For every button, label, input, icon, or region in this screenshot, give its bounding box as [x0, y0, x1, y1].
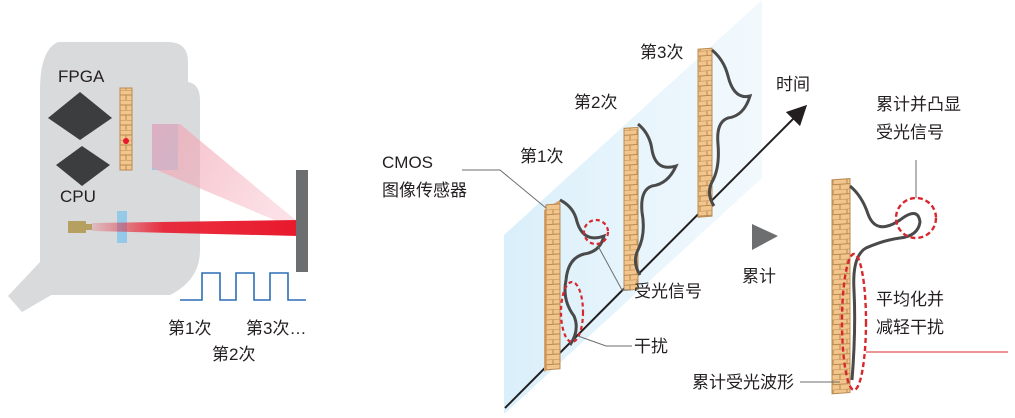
time-label: 时间: [776, 75, 810, 94]
sensor-head: FPGA CPU: [8, 42, 200, 312]
frame-1: [544, 198, 607, 372]
reflected-beam: [152, 124, 298, 230]
accumulated-frame: [831, 178, 922, 395]
cpu-label: CPU: [60, 187, 96, 206]
signal-leader: [597, 245, 630, 291]
emphasized-signal-highlight: [894, 196, 938, 240]
cmos-leader: [462, 169, 547, 209]
frame-3-waveform: [707, 48, 753, 207]
accumulated-waveform: [849, 184, 922, 381]
laser-beam: [92, 220, 298, 236]
accumulate-label: 累计: [742, 267, 776, 286]
frame-3: [697, 47, 753, 218]
laser-diode: [68, 221, 86, 233]
accumulate-arrow-icon: [752, 224, 778, 250]
receiver-spot: [123, 138, 129, 144]
frame-2-label: 第2次: [574, 93, 617, 112]
average-label-line1: 平均化并: [876, 290, 944, 309]
noise-highlight: [559, 280, 585, 344]
pulse-label-3: 第3次…: [246, 319, 306, 338]
pulse-label-1: 第1次: [168, 319, 211, 338]
signal-label: 受光信号: [634, 282, 702, 301]
target-object: [296, 170, 308, 272]
fpga-chip: [48, 92, 112, 140]
sensor-cable: [8, 262, 60, 312]
pulse-label-2: 第2次: [212, 345, 255, 364]
frame-2: [623, 122, 679, 291]
emphasize-label-line2: 受光信号: [876, 123, 944, 142]
noise-leader: [577, 335, 632, 347]
frame-2-waveform: [633, 122, 679, 276]
averaged-noise-highlight: [840, 252, 868, 392]
cmos-label-line2: 图像传感器: [382, 181, 467, 200]
emphasize-label-line1: 累计并凸显: [876, 95, 961, 114]
laser-diode-pin: [86, 224, 92, 230]
frame-1-label: 第1次: [520, 147, 563, 166]
frame-1-waveform: [559, 198, 607, 346]
cpu-chip: [56, 146, 110, 186]
pulse-train: [180, 272, 306, 301]
fpga-label: FPGA: [58, 67, 105, 86]
frame-3-label: 第3次: [640, 43, 683, 62]
signal-highlight: [582, 218, 610, 246]
cmos-label-line1: CMOS: [382, 153, 433, 172]
receiver-strip: [119, 87, 133, 171]
average-label-line2: 减轻干扰: [876, 318, 944, 337]
noise-label: 干扰: [634, 337, 668, 356]
waveform-label: 累计受光波形: [692, 373, 794, 392]
